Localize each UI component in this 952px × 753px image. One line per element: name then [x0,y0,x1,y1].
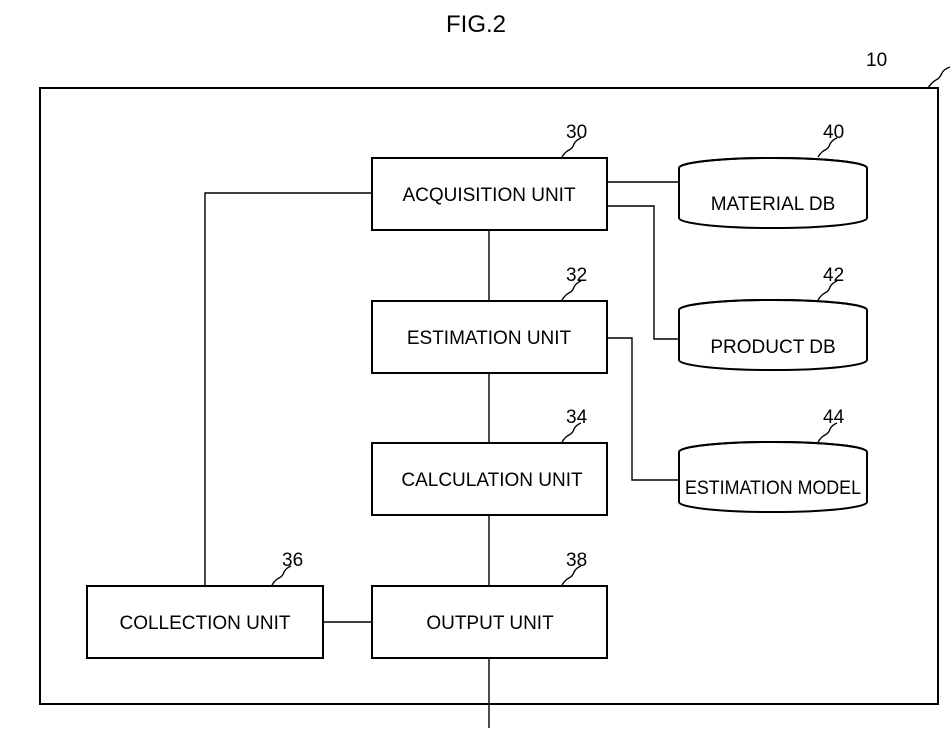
system-ref-leader [928,67,950,88]
collection-to-acquisition-line [205,193,372,585]
product-db: PRODUCT DB 42 [679,265,867,370]
output-unit-label: OUTPUT UNIT [426,613,554,634]
acquisition-to-product-db-line [607,206,679,339]
estimation-to-model-line [607,338,679,480]
collection-unit-ref: 36 [282,550,303,571]
collection-unit-label: COLLECTION UNIT [119,613,290,634]
estimation-unit-label: ESTIMATION UNIT [407,328,572,349]
output-unit-ref: 38 [566,550,587,571]
material-db-ref: 40 [823,122,844,143]
acquisition-unit-ref: 30 [566,122,587,143]
product-db-ref: 42 [823,265,844,286]
product-db-label: PRODUCT DB [710,337,835,358]
acquisition-unit: ACQUISITION UNIT 30 [372,122,607,230]
material-db: MATERIAL DB 40 [679,122,867,228]
product-db-cylinder [679,300,867,370]
estimation-model-ref: 44 [823,407,845,428]
estimation-unit-ref: 32 [566,265,587,286]
calculation-unit-label: CALCULATION UNIT [401,470,583,491]
estimation-model-label: ESTIMATION MODEL [685,478,861,499]
material-db-label: MATERIAL DB [711,194,836,215]
estimation-model-cylinder [679,442,867,512]
figure-title: FIG.2 [446,11,506,38]
material-db-cylinder [679,158,867,228]
system-ref: 10 [866,50,887,71]
estimation-model-db: ESTIMATION MODEL 44 [679,407,867,512]
acquisition-unit-label: ACQUISITION UNIT [402,185,576,206]
calculation-unit-ref: 34 [566,407,588,428]
